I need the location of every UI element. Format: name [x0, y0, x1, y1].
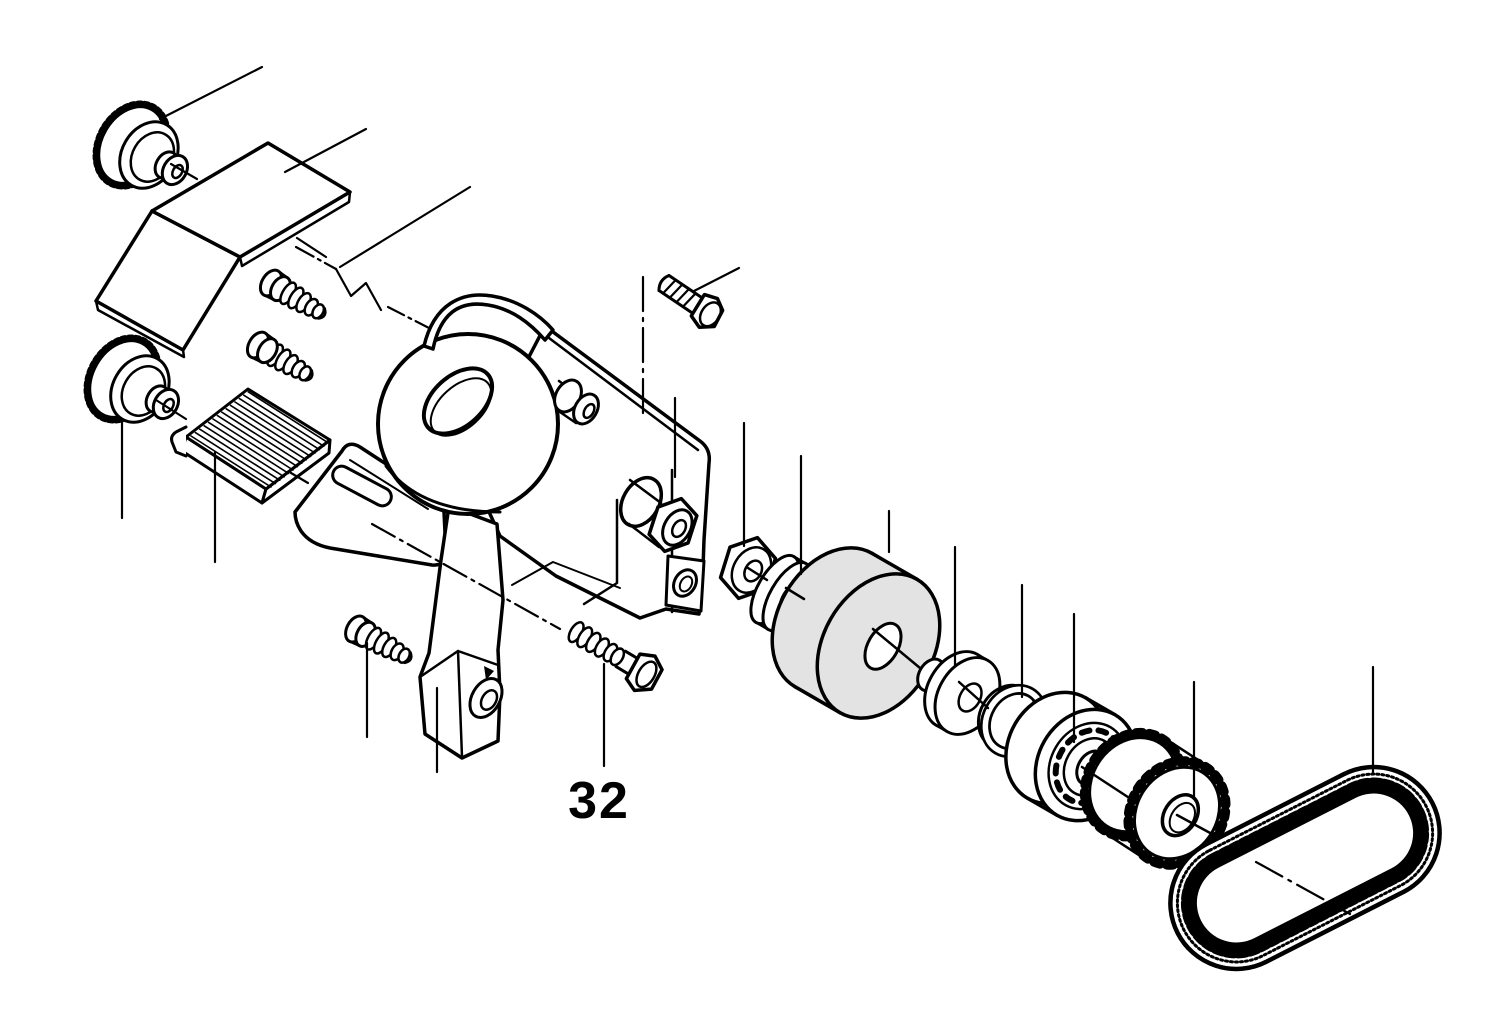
screw-lower	[245, 330, 314, 382]
leader-plate-edge	[295, 236, 328, 259]
screw-upper	[258, 268, 327, 320]
hex-bolt-long	[567, 620, 664, 693]
roller-pulley	[770, 546, 942, 720]
front-screw	[344, 614, 413, 665]
axis-break-symbol	[334, 267, 383, 312]
axis-knob-upper	[169, 162, 199, 181]
leader-lines	[120, 65, 1375, 801]
hex-bolt-short	[657, 274, 725, 330]
housing-cap	[422, 293, 555, 351]
leader-hex-bolt-short	[692, 266, 741, 293]
axis-nut-slash	[746, 566, 769, 582]
spindle-spigot	[618, 476, 699, 554]
leader-cover-plate	[283, 127, 368, 174]
axis-flange-slash	[957, 680, 990, 710]
axis-bearing-slash	[1080, 765, 1139, 805]
grip-pad	[170, 387, 332, 505]
housing-bracket	[293, 293, 712, 760]
knob-lower	[83, 334, 181, 424]
axis-washer-slash	[784, 586, 806, 601]
center-lines	[154, 162, 1352, 916]
housing-bore	[421, 366, 495, 436]
leader-pad-axis	[289, 471, 310, 485]
axis-lower-dashdot	[370, 522, 562, 631]
part-number-label: 32	[568, 772, 630, 830]
cover-plate	[94, 141, 352, 359]
leader-screws	[338, 185, 472, 269]
axis-upper-dashdot	[294, 245, 338, 271]
leader-knob-upper	[158, 65, 264, 121]
timing-belt	[1168, 764, 1442, 972]
axis-gear-slash	[1175, 813, 1214, 836]
grip-pad-ribs	[190, 391, 329, 488]
toothed-pulley	[1079, 727, 1231, 870]
axis-knob-lower	[154, 398, 188, 421]
axis-belt-dashdot	[1254, 860, 1352, 916]
plate-bushing	[553, 378, 600, 426]
axis-roller-slash	[871, 627, 922, 670]
knob-upper	[92, 100, 190, 190]
lower-boss	[664, 554, 706, 613]
axis-upper-dashdot-2	[386, 305, 431, 330]
